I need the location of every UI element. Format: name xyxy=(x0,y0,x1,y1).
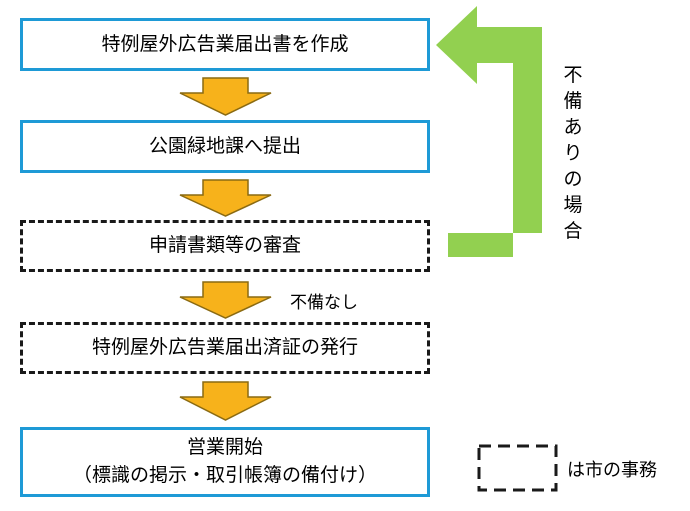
defect-case-label: 不備ありの場合 xyxy=(563,64,583,242)
legend-dashed-box xyxy=(477,444,558,492)
step-start-business-title: 営業開始 xyxy=(186,436,263,459)
step-submit-to-parks-text: 公園緑地課へ提出 xyxy=(148,134,301,157)
legend-text: は市の事務 xyxy=(567,460,657,481)
step-create-notification-text: 特例屋外広告業届出書を作成 xyxy=(101,32,349,55)
step-issue-certificate-text: 特例屋外広告業届出済証の発行 xyxy=(91,336,358,359)
down-arrow-4 xyxy=(179,381,272,421)
step-start-business-note: （標識の掲示・取引帳簿の備付け） xyxy=(72,464,377,486)
down-arrow-1 xyxy=(179,77,272,116)
no-defect-label: 不備なし xyxy=(290,293,358,313)
step-submit-to-parks: 公園緑地課へ提出 xyxy=(20,120,430,173)
down-arrow-2 xyxy=(179,179,272,217)
step-review-documents: 申請書類等の審査 xyxy=(20,220,430,272)
step-start-business: 営業開始 （標識の掲示・取引帳簿の備付け） xyxy=(20,427,430,497)
step-issue-certificate: 特例屋外広告業届出済証の発行 xyxy=(20,322,430,374)
return-arrow xyxy=(436,6,542,257)
step-create-notification: 特例屋外広告業届出書を作成 xyxy=(20,18,430,71)
down-arrow-3 xyxy=(179,281,272,319)
step-review-documents-text: 申請書類等の審査 xyxy=(148,234,301,257)
